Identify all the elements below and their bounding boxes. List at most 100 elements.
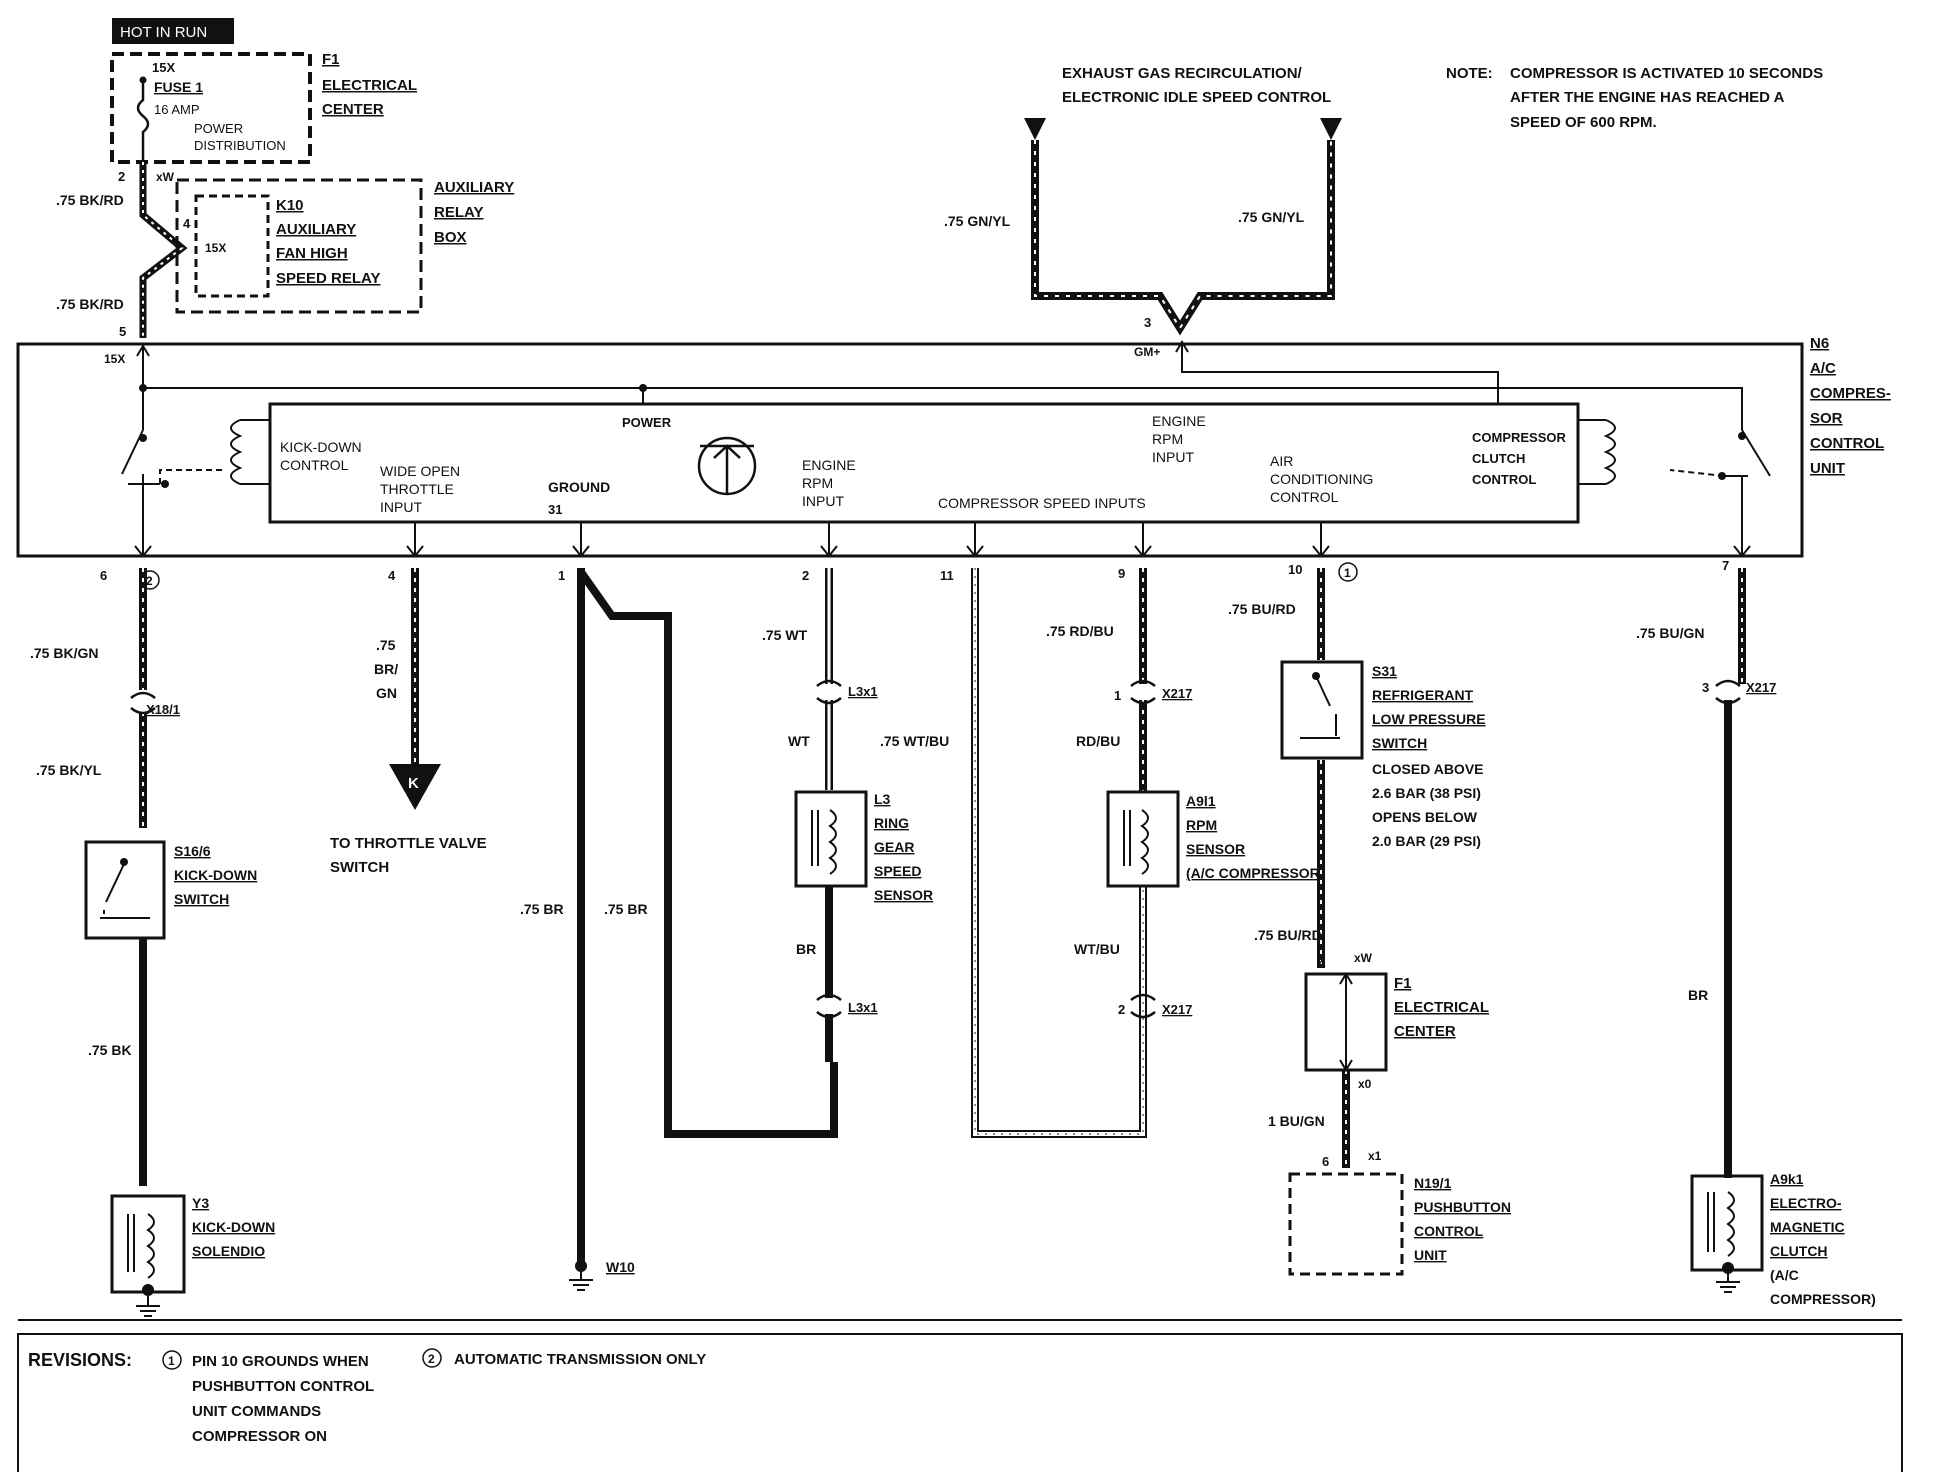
wire-label-gn-yl-2: .75 GN/YL [1238,209,1305,225]
a9k1-ground-node [1722,1262,1734,1274]
rev-circle-1 [1338,562,1358,582]
l3-id: L3 [874,791,891,807]
n6-name-2: COMPRES- [1810,385,1891,402]
f1-top-terminal: 15X [152,60,175,75]
s31-name-2: LOW PRESSURE [1372,711,1486,727]
wire-col3-br-loop [577,569,838,1138]
x217-pin-3: 3 [1702,680,1709,695]
wire-label-br3: BR [796,941,816,957]
kickdown-control-1: KICK-DOWN [280,439,362,455]
s16-name-1: KICK-DOWN [174,867,257,883]
k10-terminal: 15X [205,241,226,255]
revisions-label: REVISIONS: [28,1350,132,1370]
n19-name-3: UNIT [1414,1247,1447,1263]
w10-label: W10 [606,1259,635,1275]
f1-top-amp: 16 AMP [154,102,200,117]
w10-ground-icon [569,1272,593,1291]
clutch-control-1: COMPRESSOR [1472,430,1567,445]
y3-name-1: KICK-DOWN [192,1219,275,1235]
wire-label-bk: .75 BK [88,1042,132,1058]
connector-x217-a-label: X217 [1162,686,1192,701]
clutch-control-2: CLUTCH [1472,451,1525,466]
egr-arrow-left [1024,118,1046,140]
wire-label-wt2: WT [788,733,810,749]
relay-box [175,178,423,314]
f1-low-x0: x0 [1358,1077,1372,1091]
right-relay-coil [1578,419,1616,485]
n6-gm: GM+ [1134,345,1160,359]
rev-circle-1-text: 1 [1344,566,1351,580]
arrow-up-gm [1175,340,1189,353]
ground-31: 31 [548,502,562,517]
connector-x18 [130,691,156,715]
n19-name-2: CONTROL [1414,1223,1484,1239]
ground-label: GROUND [548,479,610,495]
right-relay-switch [1724,429,1771,556]
s16-dot [120,858,128,866]
k10-inner-box [194,194,270,298]
pin-9: 9 [1118,566,1125,581]
note-line-3: SPEED OF 600 RPM. [1510,114,1657,131]
n6-name-3: SOR [1810,410,1843,427]
wire-label-br-2: .75 BR [604,901,648,917]
n6-name-1: A/C [1810,360,1836,377]
f1-low-name-2: CENTER [1394,1023,1456,1040]
s16-switch-box [84,840,166,940]
wot-3: INPUT [380,499,422,515]
egr-label-2: ELECTRONIC IDLE SPEED CONTROL [1062,89,1331,106]
engine-rpm-top-1: ENGINE [1152,413,1206,429]
module-outputs [414,522,1322,556]
note-label: NOTE: [1446,65,1493,82]
y3-coil-icon [127,1213,155,1279]
s31-note-3: OPENS BELOW [1372,809,1478,825]
f1-top-dist-1: POWER [194,121,243,136]
hot-in-run-badge [112,18,234,44]
compressor-speed-inputs: COMPRESSOR SPEED INPUTS [938,495,1146,511]
n6-15x: 15X [104,352,125,366]
wire-label-br-gn-3: GN [376,685,397,701]
wire-label-bk-gn: .75 BK/GN [30,645,98,661]
n6-pin5: 5 [119,324,126,339]
k-marker-text: K [408,775,419,792]
engine-rpm-top-3: INPUT [1152,449,1194,465]
n19-name-1: PUSHBUTTON [1414,1199,1511,1215]
revisions-circle-2-text: 2 [428,1352,435,1366]
k10-name-1: AUXILIARY [276,221,356,238]
wire-label-rd-bu2: RD/BU [1076,733,1120,749]
revisions-circle-1-text: 1 [168,1354,175,1368]
s31-note-1: CLOSED ABOVE [1372,761,1484,777]
connector-x217-b [1130,993,1156,1019]
x217-pin-1: 1 [1114,688,1121,703]
wire-label-rd-bu: .75 RD/BU [1046,623,1114,639]
left-relay-coil [230,419,270,485]
wire-label-bu-rd2: .75 BU/RD [1254,927,1322,943]
revisions-circle-2 [422,1348,442,1368]
s16-switch-contact [100,863,150,919]
rev-circle-2-text: 2 [146,574,153,588]
pin-11: 11 [940,568,954,583]
left-relay-dash [159,469,222,484]
transistor-icon [697,436,757,496]
l3-name-4: SENSOR [874,887,933,903]
s31-dot [1312,672,1320,680]
left-switch-dot-1 [139,434,147,442]
revisions-r1-1: PIN 10 GROUNDS WHEN [192,1353,369,1370]
n19-box [1288,1172,1404,1276]
n6-id: N6 [1810,335,1829,352]
s31-switch-box [1280,660,1364,760]
wire-label-bk-rd-1: .75 BK/RD [56,192,124,208]
f1-top-box [110,52,312,164]
engine-rpm-top-2: RPM [1152,431,1183,447]
pin-10: 10 [1288,562,1302,577]
pin-arrows [134,545,1751,558]
w10-ground-node [575,1260,587,1272]
wire-label-wt-bu: .75 WT/BU [880,733,949,749]
s16-name-2: SWITCH [174,891,229,907]
engine-rpm-3: INPUT [802,493,844,509]
right-switch-dot-1 [1738,432,1746,440]
wire-label-wt-bu2: WT/BU [1074,941,1120,957]
f1-top-name-1: ELECTRICAL [322,77,417,94]
a9k1-name-3: CLUTCH [1770,1243,1828,1259]
n6-name-5: UNIT [1810,460,1845,477]
